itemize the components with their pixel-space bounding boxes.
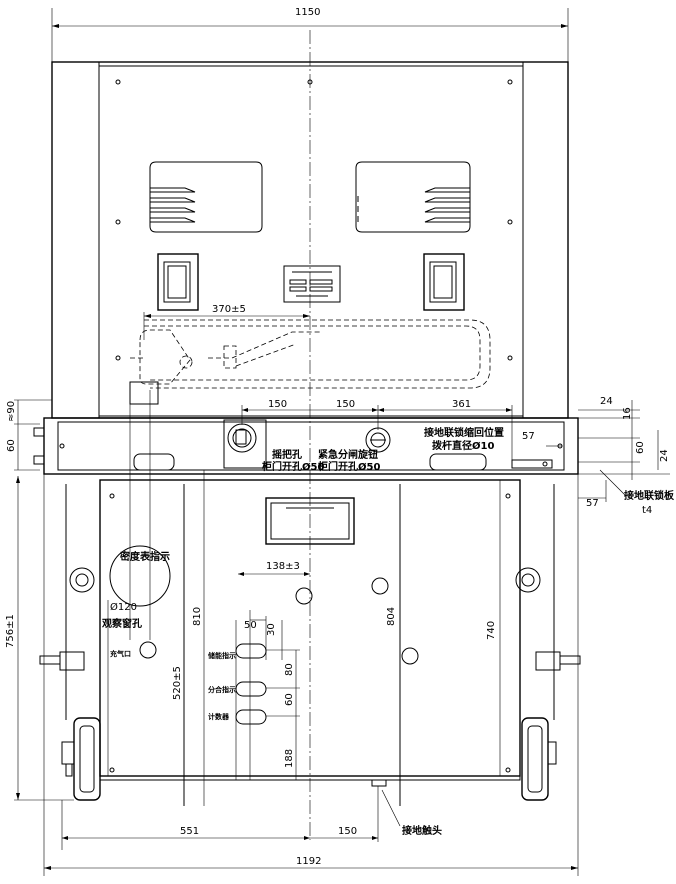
dim-361-label: 361 [452,399,472,410]
left-handle [157,253,199,311]
right-wheel [521,717,557,801]
energy-indicator-label: 密度表指示 [120,552,170,563]
dim-756-label: 756±1 [5,614,16,648]
dim-810-label: 810 [192,606,203,626]
plate-thickness-label: t4 [642,505,653,516]
bottom-dimensions [43,474,579,876]
dim-520-label: 520±5 [172,666,183,700]
earth-contact [371,779,387,787]
dim-60-right-label: 60 [635,441,646,454]
dim-24-a-label: 24 [600,396,613,407]
dim-150-a-label: 150 [268,399,288,410]
left-vent-grille [149,161,263,233]
port-circle-2 [371,577,389,595]
earth-interlock-label: 接地联锁缩回位置 [424,428,504,439]
label-plate [265,497,355,545]
dim-370 [143,312,310,340]
dim-150-bottom-label: 150 [338,826,358,837]
bottom-width-label: 1192 [296,856,322,867]
dashed-mechanism [130,319,491,389]
emergency-knob-label: 紧急分闸旋钮 [318,450,378,461]
observation-window [109,390,171,640]
split-indicator-label: 分合指示 [208,686,236,694]
dim-50-label: 50 [244,620,257,631]
rail-right-dimensions [241,400,670,502]
dim-24-b-label: 24 [659,449,670,462]
dim-188-label: 188 [284,748,295,768]
left-wheel [61,717,101,801]
side-windows [69,567,541,593]
charge-port-label: 充气口 [110,650,131,658]
emergency-door-hole-label: 柜门开孔Ø50 [318,462,381,473]
earth-contact-label: 接地触头 [402,826,442,837]
dim-80-label: 80 [284,663,295,676]
nameplate [283,265,341,303]
dim-57-b-label: 57 [586,498,599,509]
earth-plate-label: 接地联锁板 [624,491,674,502]
dim-60-left-label: 60 [6,439,17,452]
bottom-base [99,775,521,781]
indicator-slots [235,572,310,780]
crank-door-hole-label: 柜门开孔Ø50 [262,462,325,473]
counter-label: 计数器 [208,713,229,721]
dim-60-mid-label: 60 [284,693,295,706]
dim-551-label: 551 [180,826,200,837]
port-circle-1 [295,587,313,605]
dim-138-label: 138±3 [266,561,300,572]
dim-90-label: ≈90 [6,400,17,422]
dim-804-label: 804 [386,606,397,626]
dim-120-label: Ø120 [110,602,137,613]
observation-window-label: 观察窗孔 [102,619,142,630]
top-width-dimension [51,8,569,62]
charge-port-circle [139,641,157,659]
port-circle-3 [401,647,419,665]
right-vent-grille [355,161,471,233]
middle-rail [33,417,579,475]
left-756-dimension [14,476,74,801]
dim-57-a-label: 57 [522,431,535,442]
store-indicator-label: 储能指示 [208,652,236,660]
top-width-label: 1150 [295,7,321,18]
dim-30-label: 30 [266,623,277,636]
right-handle [423,253,465,311]
dim-740-label: 740 [486,620,497,640]
side-hooks [39,651,581,671]
left-top-dimensions [14,399,52,471]
dim-370-label: 370±5 [212,304,246,315]
crank-hole-label: 摇把孔 [272,450,302,461]
dim-16-label: 16 [622,407,633,420]
rod-diameter-label: 拨杆直径Ø10 [432,441,495,452]
sensor-box [129,381,159,405]
dim-150-b-label: 150 [336,399,356,410]
